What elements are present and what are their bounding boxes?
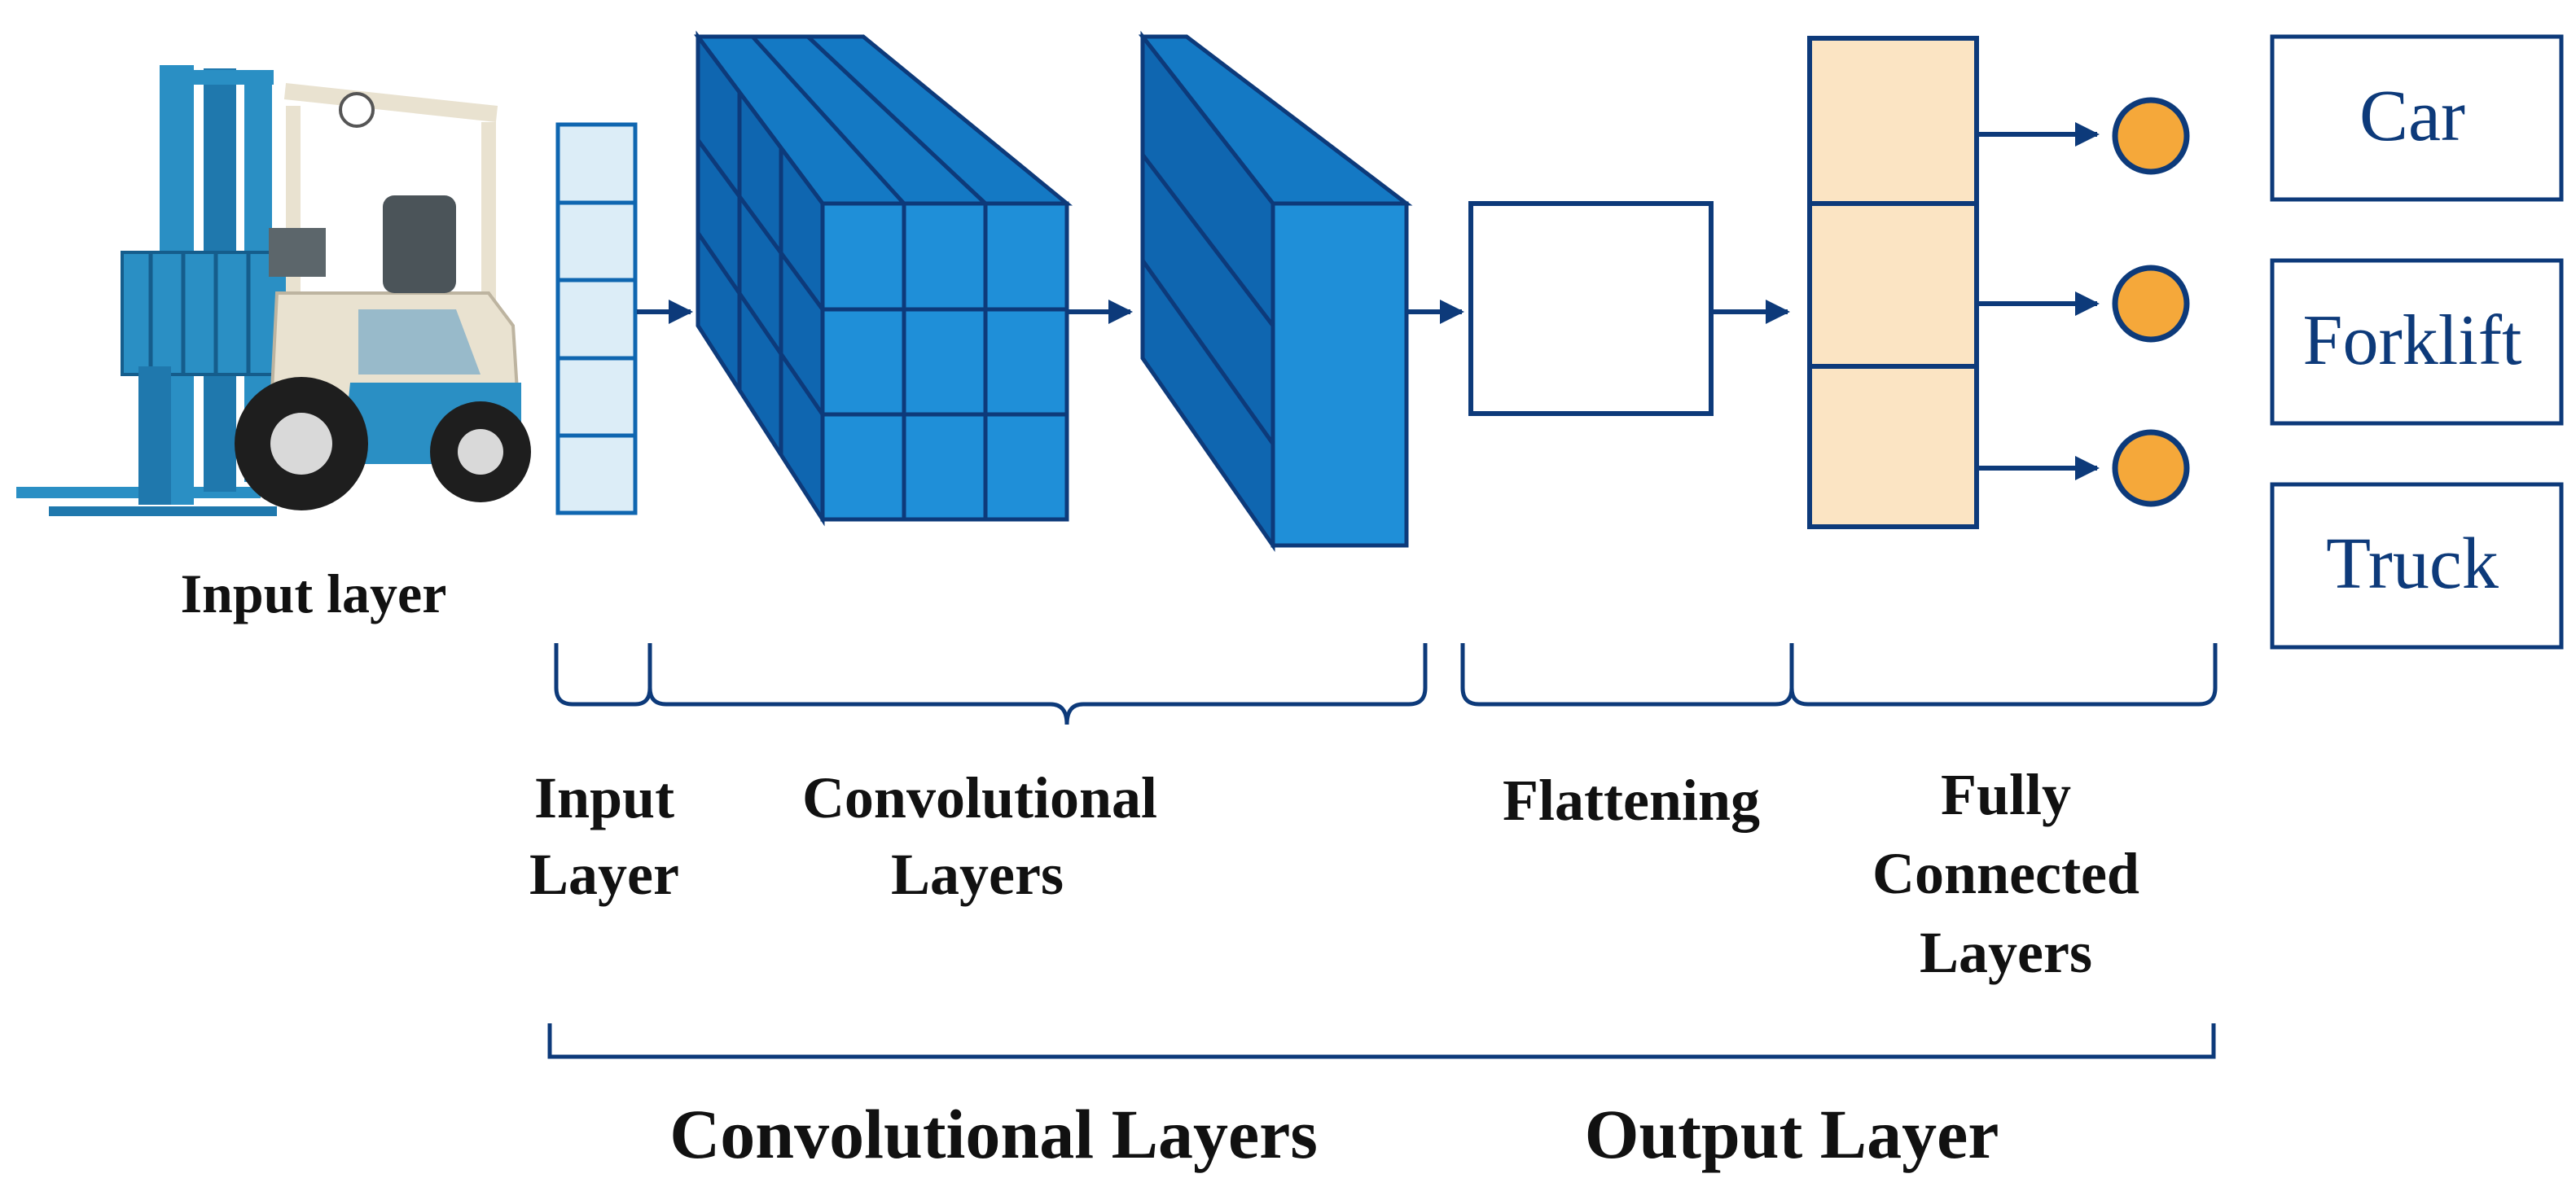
output-node-icon [2112,97,2190,175]
class-box-car: Car [2270,34,2564,202]
input-layer-column [555,122,638,515]
label-group-output-layer: Output Layer [1585,1095,1999,1173]
input-image-caption: Input layer [181,563,447,624]
class-box-forklift: Forklift [2270,258,2564,426]
label-input-layer-line1: Input [534,765,674,830]
conv-volume-1 [694,30,1073,527]
label-convolutional-line2: Layers [891,842,1064,907]
forklift-icon [16,65,531,516]
class-box-truck: Truck [2270,482,2564,650]
brace-input-layer [554,643,652,707]
output-node-icon [2112,265,2190,343]
brace-convolutional-layers [647,643,1428,725]
class-label-car: Car [2359,76,2465,156]
brace-flattening [1460,643,1794,707]
label-fully-connected-line2: Connected [1872,841,2139,906]
bracket-overall [547,1023,2216,1059]
flatten-box [1468,201,1714,416]
label-flattening: Flattening [1503,768,1760,833]
label-convolutional-line1: Convolutional [802,765,1157,830]
label-group-convolutional-layers: Convolutional Layers [669,1095,1318,1173]
label-fully-connected-line3: Layers [1920,920,2092,985]
class-label-truck: Truck [2326,523,2499,604]
class-label-forklift: Forklift [2303,301,2522,380]
conv-volume-2 [1138,30,1413,552]
label-input-layer-line2: Layer [529,842,679,907]
output-node-icon [2112,429,2190,507]
brace-fully-connected [1789,643,2218,707]
label-fully-connected-line1: Fully [1941,762,2071,827]
fully-connected-column [1807,36,1979,529]
